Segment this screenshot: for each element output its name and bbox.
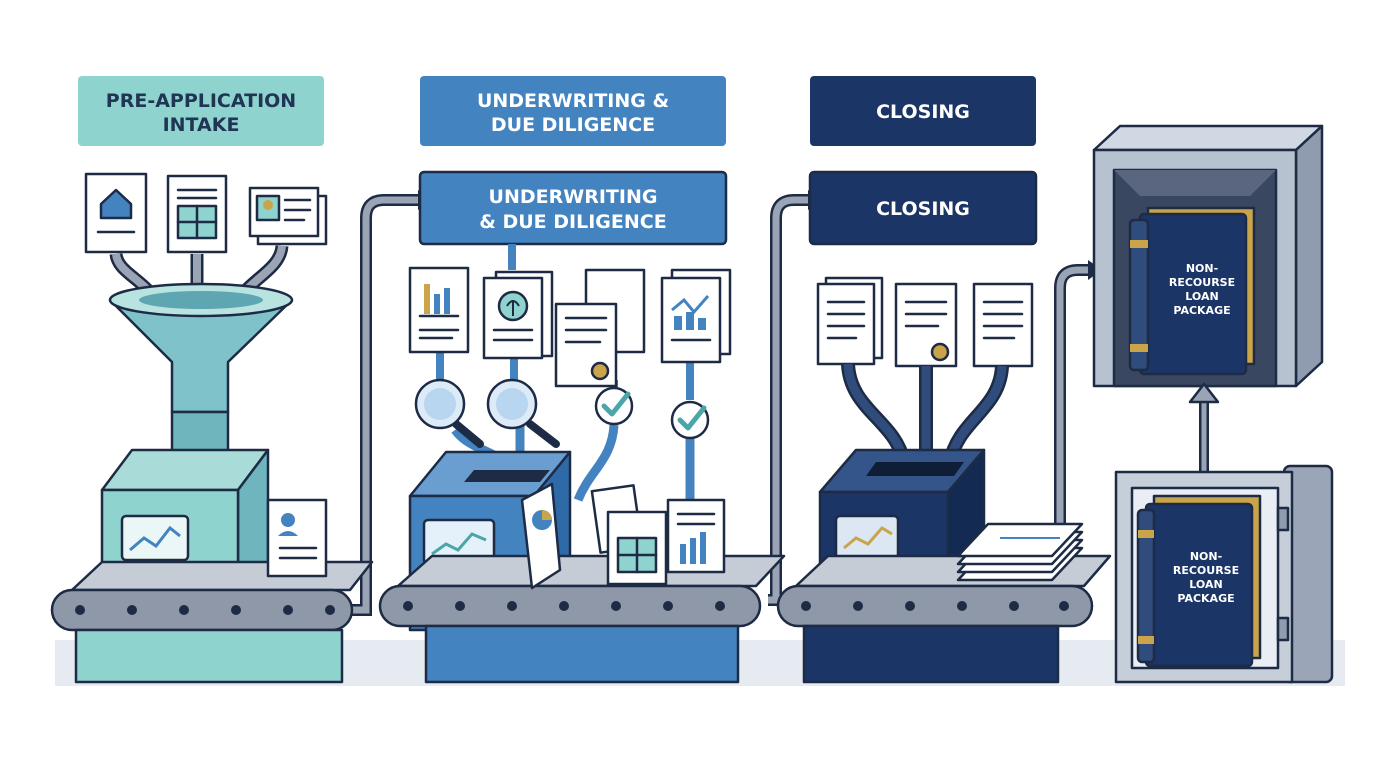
vault-book-line4: PACKAGE	[1173, 304, 1230, 317]
vault-book-line3: LOAN	[1185, 290, 1218, 303]
checkmark-icon	[670, 400, 710, 440]
id-card-document-icon	[248, 186, 328, 246]
environmental-report-document-icon	[482, 270, 554, 360]
vault-book-line1: NON-	[1186, 262, 1218, 275]
certificate-document-icon	[554, 268, 646, 388]
closing-document-icon	[972, 282, 1034, 368]
spreadsheet-document-icon	[166, 174, 228, 254]
magnifier-icon	[414, 378, 484, 448]
underwriting-conveyor	[378, 554, 786, 684]
closing-document-icon	[816, 276, 884, 366]
closing-stage: CLOSING	[776, 170, 1112, 684]
safe-book-line1: NON-	[1190, 550, 1222, 563]
connector-pipes	[352, 190, 1102, 616]
header-underwriting-line1: UNDERWRITING &	[477, 90, 669, 112]
property-document-icon	[84, 172, 148, 254]
sub-header-closing: CLOSING	[876, 198, 970, 220]
intake-conveyor	[50, 560, 374, 684]
bar-chart-document-icon	[408, 266, 470, 354]
funnel-icon	[108, 282, 294, 470]
chart-report-document-icon	[660, 268, 732, 364]
header-intake-line2: INTAKE	[163, 114, 240, 136]
bar-chart-document-icon	[666, 498, 726, 574]
underwriting-sub-header: UNDERWRITING & DUE DILIGENCE	[418, 170, 728, 246]
document-stack-icon	[956, 522, 1084, 582]
stage-header-closing: CLOSING	[810, 76, 1036, 146]
intake-stage	[50, 172, 374, 684]
checkmark-icon	[594, 386, 634, 426]
header-intake-line1: PRE-APPLICATION	[106, 90, 296, 112]
header-closing: CLOSING	[876, 101, 970, 123]
spreadsheet-document-icon	[606, 510, 668, 586]
signed-document-icon	[894, 282, 958, 368]
applicant-profile-document-icon	[266, 498, 328, 578]
stage-header-intake: PRE-APPLICATION INTAKE	[78, 76, 324, 146]
loan-package-book-icon: NON- RECOURSE LOAN PACKAGE	[1136, 494, 1262, 668]
closing-feed-pipes	[841, 363, 1009, 464]
safe-book-line3: LOAN	[1189, 578, 1222, 591]
underwriting-stage: UNDERWRITING & DUE DILIGENCE	[378, 170, 786, 684]
closing-conveyor	[776, 554, 1112, 684]
magnifier-icon	[486, 378, 560, 448]
sub-header-underwriting-line1: UNDERWRITING	[489, 186, 658, 208]
safe-book-line2: RECOURSE	[1173, 564, 1239, 577]
sub-header-underwriting-line2: & DUE DILIGENCE	[479, 211, 666, 233]
loan-package-book-icon: NON- RECOURSE LOAN PACKAGE	[1128, 206, 1256, 376]
closing-sub-header: CLOSING	[808, 170, 1038, 246]
stage-header-underwriting: UNDERWRITING & DUE DILIGENCE	[420, 76, 726, 146]
pie-chart-document-icon	[520, 482, 562, 590]
safe-book-line4: PACKAGE	[1177, 592, 1234, 605]
vault-book-line2: RECOURSE	[1169, 276, 1235, 289]
header-underwriting-line2: DUE DILIGENCE	[491, 114, 655, 136]
